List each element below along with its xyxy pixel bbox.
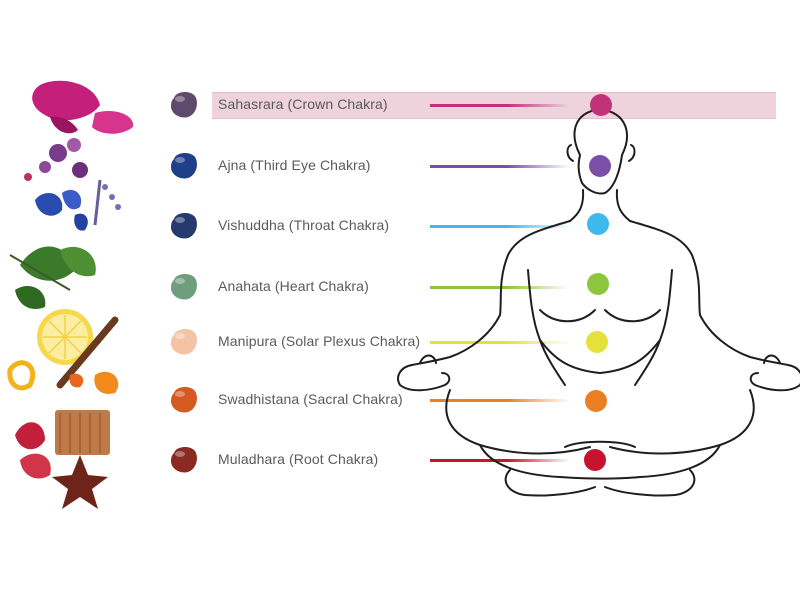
chakra-label: Manipura (Solar Plexus Chakra) xyxy=(218,333,421,349)
chakra-dot xyxy=(585,390,607,412)
chakra-connector-line xyxy=(430,286,570,289)
chakra-dot xyxy=(589,155,611,177)
sandalwood-sticks-icon xyxy=(55,410,110,455)
lemon-slice-icon xyxy=(37,309,93,365)
chakra-dot xyxy=(587,273,609,295)
chakra-row: Swadhistana (Sacral Chakra) xyxy=(0,380,800,420)
gemstone-icon xyxy=(171,447,197,473)
chakra-connector-line xyxy=(430,225,570,228)
chakra-row: Sahasrara (Crown Chakra) xyxy=(0,85,800,125)
chakra-label: Muladhara (Root Chakra) xyxy=(218,451,379,467)
gemstone-icon xyxy=(171,274,197,300)
chakra-connector-line xyxy=(430,399,570,402)
chakra-label: Sahasrara (Crown Chakra) xyxy=(218,96,388,112)
gemstone-icon xyxy=(171,153,197,179)
flowers-herbs-spices-column-icon xyxy=(7,80,134,509)
cinnamon-stick-icon xyxy=(56,316,119,389)
chakra-label: Vishuddha (Throat Chakra) xyxy=(218,217,390,233)
chakra-dot xyxy=(586,331,608,353)
gemstone-icon xyxy=(171,329,197,355)
violet-flowers-icon xyxy=(24,138,88,181)
chakra-row: Ajna (Third Eye Chakra) xyxy=(0,146,800,186)
chakra-row: Vishuddha (Throat Chakra) xyxy=(0,206,800,246)
herb-leaves-icon xyxy=(9,246,96,310)
chakra-connector-line xyxy=(430,104,570,107)
orange-peel-icon xyxy=(7,360,119,394)
chakra-connector-line xyxy=(430,341,570,344)
chakra-dot xyxy=(587,213,609,235)
chakra-label: Ajna (Third Eye Chakra) xyxy=(218,157,371,173)
gemstone-icon xyxy=(171,92,197,118)
chakra-connector-line xyxy=(430,459,570,462)
blue-flowers-icon xyxy=(35,179,121,231)
gemstone-icon xyxy=(171,213,197,239)
chakra-label: Anahata (Heart Chakra) xyxy=(218,278,369,294)
chakra-dot xyxy=(590,94,612,116)
red-petals-icon xyxy=(15,422,108,509)
meditating-person-outline-icon xyxy=(397,108,800,497)
chakra-label: Swadhistana (Sacral Chakra) xyxy=(218,391,403,407)
chakra-connector-line xyxy=(430,165,570,168)
chakra-row: Muladhara (Root Chakra) xyxy=(0,440,800,480)
gemstone-icon xyxy=(171,387,197,413)
chakra-row: Anahata (Heart Chakra) xyxy=(0,267,800,307)
chakra-dot xyxy=(584,449,606,471)
orchid-icon xyxy=(32,80,134,134)
chakra-row: Manipura (Solar Plexus Chakra) xyxy=(0,322,800,362)
